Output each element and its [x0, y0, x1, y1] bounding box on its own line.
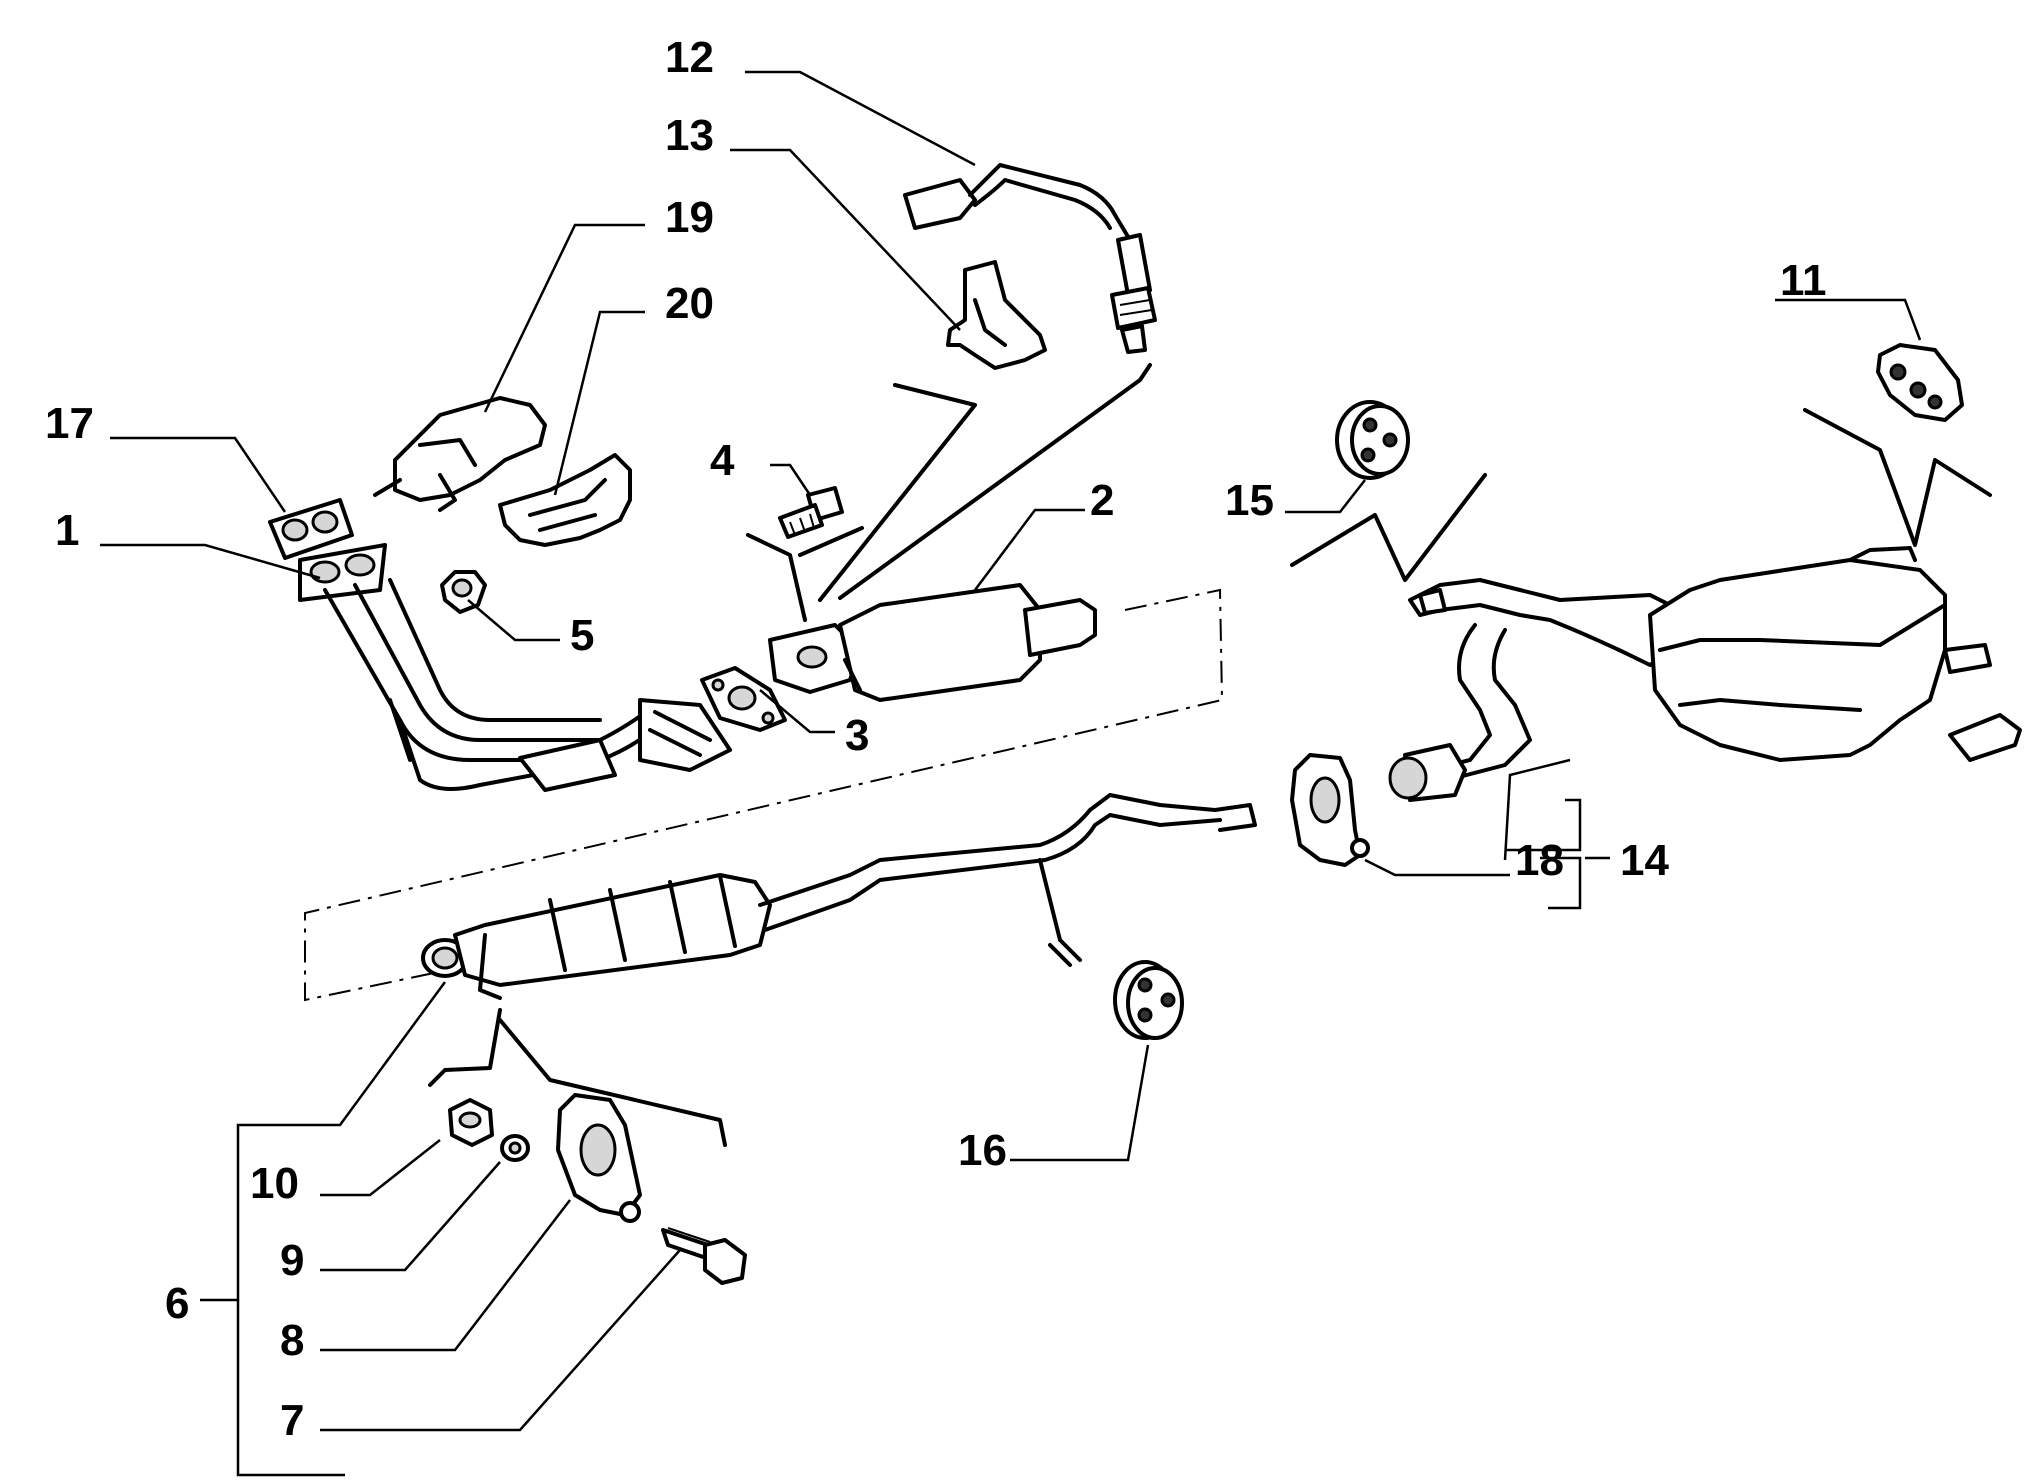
label-8: 8 [280, 1316, 304, 1365]
clamp-pointer-lines [428, 1008, 727, 1147]
label-3: 3 [845, 711, 869, 760]
label-19: 19 [665, 193, 714, 242]
rubber-mount-16 [1113, 960, 1184, 1040]
label-1: 1 [55, 506, 79, 555]
nut-5 [440, 570, 487, 614]
sensor-pointer-lines [746, 363, 1152, 622]
leader-lines [100, 70, 1922, 1477]
heat-shield-19 [373, 396, 547, 512]
front-exhaust-pipe [298, 543, 732, 792]
heat-shield-20 [498, 453, 632, 547]
label-20: 20 [665, 279, 714, 328]
washer-9 [500, 1134, 530, 1162]
bolt-7 [661, 1227, 747, 1285]
part-labels: 12 13 19 20 17 1 5 4 2 3 11 15 16 18 14 … [45, 33, 1827, 1445]
alignment-lines [304, 588, 1224, 1002]
label-10: 10 [250, 1159, 299, 1208]
label-17: 17 [45, 399, 94, 448]
label-15: 15 [1225, 476, 1274, 525]
label-2: 2 [1090, 476, 1114, 525]
catalytic-converter-2 [768, 583, 1097, 702]
label-12: 12 [665, 33, 714, 82]
label-7: 7 [280, 1396, 304, 1445]
rubber-mount-15 [1335, 400, 1410, 480]
rear-pointer-lines [1290, 408, 1992, 582]
nut-10 [448, 1098, 494, 1147]
bracket-13 [946, 260, 1047, 370]
label-11: 11 [1780, 256, 1827, 305]
gasket-17 [268, 498, 354, 560]
clamp-18 [1290, 753, 1370, 867]
rubber-block-11 [1876, 343, 1964, 422]
rear-pipe-14 [1388, 546, 2022, 802]
oxygen-sensor-12 [903, 163, 1157, 354]
label-4: 4 [710, 436, 735, 485]
label-13: 13 [665, 111, 714, 160]
label-18: 18 [1515, 836, 1564, 885]
label-5: 5 [570, 611, 594, 660]
label-16: 16 [958, 1126, 1007, 1175]
flange-gasket-3 [700, 666, 787, 732]
clamp-bracket-8 [556, 1093, 642, 1223]
label-14: 14 [1620, 836, 1669, 885]
label-6: 6 [165, 1279, 189, 1328]
central-pipe-6 [421, 793, 1257, 1000]
bolt-4 [778, 486, 844, 539]
label-9: 9 [280, 1236, 304, 1285]
